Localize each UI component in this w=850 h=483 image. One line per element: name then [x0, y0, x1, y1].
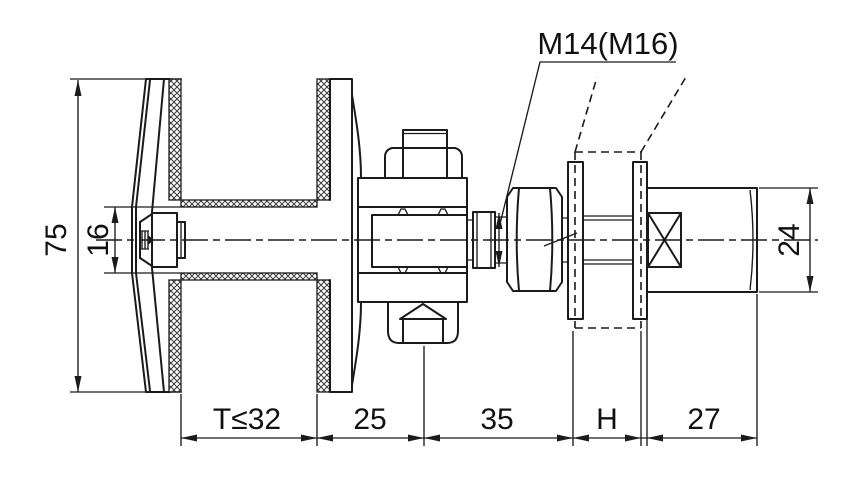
- top-hex-nut: [384, 129, 463, 179]
- countersunk-screw: [139, 212, 186, 268]
- tail-cylinder: [646, 187, 758, 293]
- rotule-disc: [131, 78, 171, 393]
- body-disc: [329, 78, 362, 393]
- dim-cylinder-diameter: 24: [759, 187, 818, 293]
- dim-chain-bottom: T≤32 25 35 H 27: [180, 294, 758, 446]
- thread-callout: M14(M16): [495, 26, 679, 267]
- dim-hole-diameter: 16: [82, 206, 181, 274]
- dim-label-glass-thickness: T≤32: [213, 403, 281, 436]
- dim-label-75: 75: [40, 223, 73, 256]
- glass-panel-phantom: [574, 76, 687, 329]
- clamping-hex-nut: [506, 187, 578, 292]
- gasket-liners: [168, 78, 331, 393]
- threaded-section: [472, 211, 496, 269]
- dim-label-24: 24: [773, 223, 806, 256]
- thread-callout-label: M14(M16): [537, 26, 678, 61]
- dim-overall-height: 75: [40, 78, 182, 393]
- dim-label-25: 25: [353, 403, 386, 436]
- bottom-cap-nut: [387, 301, 459, 344]
- dim-label-27: 27: [687, 403, 720, 436]
- dim-label-H: H: [596, 403, 618, 436]
- shaft: [371, 208, 473, 274]
- dim-label-16: 16: [82, 223, 115, 256]
- dim-label-35: 35: [480, 403, 513, 436]
